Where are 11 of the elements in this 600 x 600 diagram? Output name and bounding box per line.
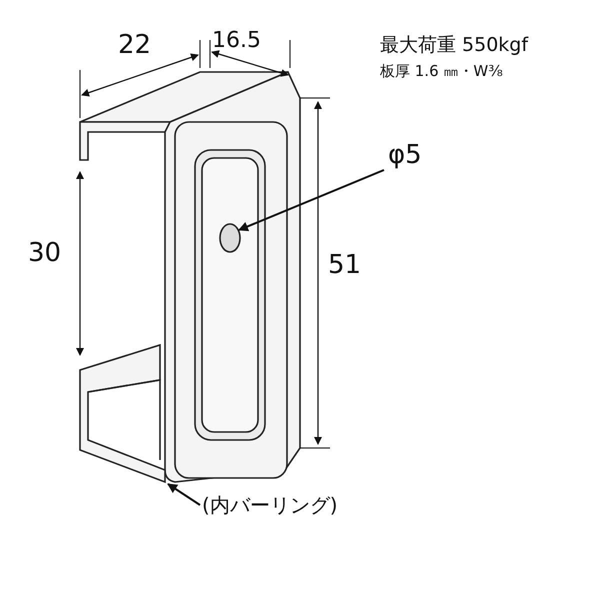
hole	[219, 223, 241, 253]
spec-text: 最大荷重 550kgf	[380, 33, 528, 58]
spec-text: 板厚 1.6 ㎜・W⅜	[380, 62, 503, 81]
callout-text: (内バーリング)	[202, 492, 338, 519]
callout-text: φ5	[388, 140, 422, 170]
leader-arrow	[238, 169, 384, 232]
dimension-label: 16.5	[212, 28, 261, 53]
dimension-label: 51	[328, 250, 362, 280]
dimension-label: 30	[28, 238, 62, 268]
dimension-label: 22	[118, 30, 152, 60]
leader-arrow	[167, 483, 201, 506]
